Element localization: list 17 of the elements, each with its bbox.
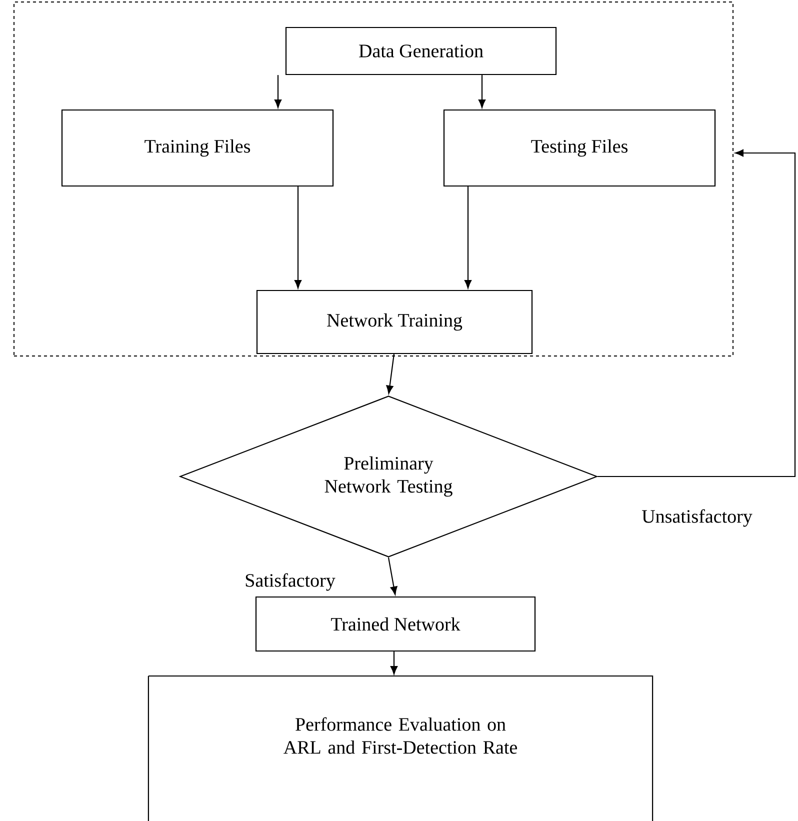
process-box: Network Training <box>256 290 533 354</box>
arrow <box>478 75 486 108</box>
dashed-frame <box>14 2 734 356</box>
edge-label: Satisfactory <box>242 571 338 593</box>
arrow <box>388 557 398 595</box>
edge-label: Unsatisfactory <box>640 507 754 529</box>
process-box: Data Generation <box>285 26 557 76</box>
arrow <box>598 149 796 478</box>
arrow <box>390 652 398 674</box>
process-box: Trained Network <box>255 596 536 652</box>
arrow <box>464 186 472 288</box>
process-box: Performance Evaluation on ARL and First-Detection Rate <box>148 675 654 821</box>
arrow <box>386 354 395 394</box>
arrow <box>274 75 282 108</box>
arrow <box>294 186 302 288</box>
process-box: Training Files <box>61 109 334 187</box>
process-box: Testing Files <box>443 109 716 187</box>
